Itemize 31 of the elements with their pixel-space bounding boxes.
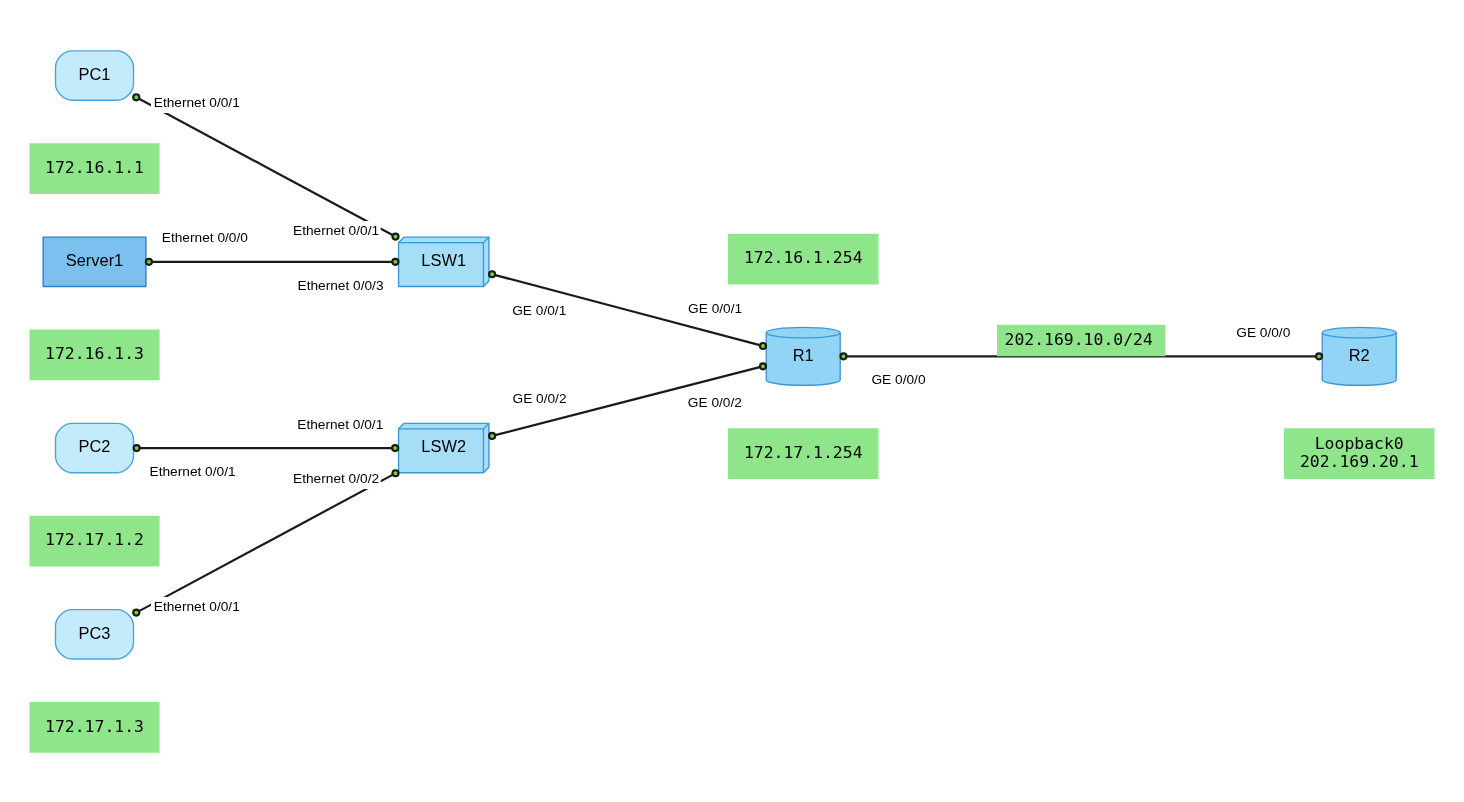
node-box: Loopback0 202.169.20.1 xyxy=(1283,427,1435,479)
node-label: GE 0/0/1 xyxy=(688,300,743,316)
edge-label: 202.169.10.0/24 xyxy=(1004,329,1153,349)
node-label: Ethernet 0/0/1 xyxy=(153,598,240,614)
node-box: 172.16.1.3 xyxy=(29,329,160,380)
connector xyxy=(488,269,768,350)
node-box: 172.17.1.2 xyxy=(29,515,160,567)
node-label: Ethernet 0/0/2 xyxy=(293,470,380,486)
node-label: GE 0/0/2 xyxy=(687,394,742,410)
node-box: Server1 xyxy=(42,235,147,287)
node-box: PC3 xyxy=(54,608,135,660)
connector xyxy=(132,443,400,452)
node-label: GE 0/0/2 xyxy=(512,390,567,406)
node-box: PC2 xyxy=(54,422,135,473)
node-box: 172.17.1.3 xyxy=(29,701,160,753)
node-label: Ethernet 0/0/1 xyxy=(297,416,384,432)
node-box: PC1 xyxy=(54,49,135,101)
node-label: Ethernet 0/0/1 xyxy=(149,463,236,479)
node-label: Ethernet 0/0/1 xyxy=(293,222,380,238)
node-box: 172.17.1.254 xyxy=(727,427,879,479)
node-box: 172.16.1.1 xyxy=(29,142,160,194)
node-label: GE 0/0/0 xyxy=(1236,324,1291,340)
node-label: Ethernet 0/0/3 xyxy=(297,277,384,293)
node-box: 172.16.1.254 xyxy=(727,233,879,284)
node-label: GE 0/0/1 xyxy=(512,302,567,318)
connector xyxy=(488,361,768,440)
connector xyxy=(144,257,400,266)
node-label: Ethernet 0/0/0 xyxy=(161,229,248,245)
node-label: Ethernet 0/0/1 xyxy=(153,94,240,110)
node-label: GE 0/0/0 xyxy=(871,371,926,387)
connector xyxy=(839,351,1324,360)
